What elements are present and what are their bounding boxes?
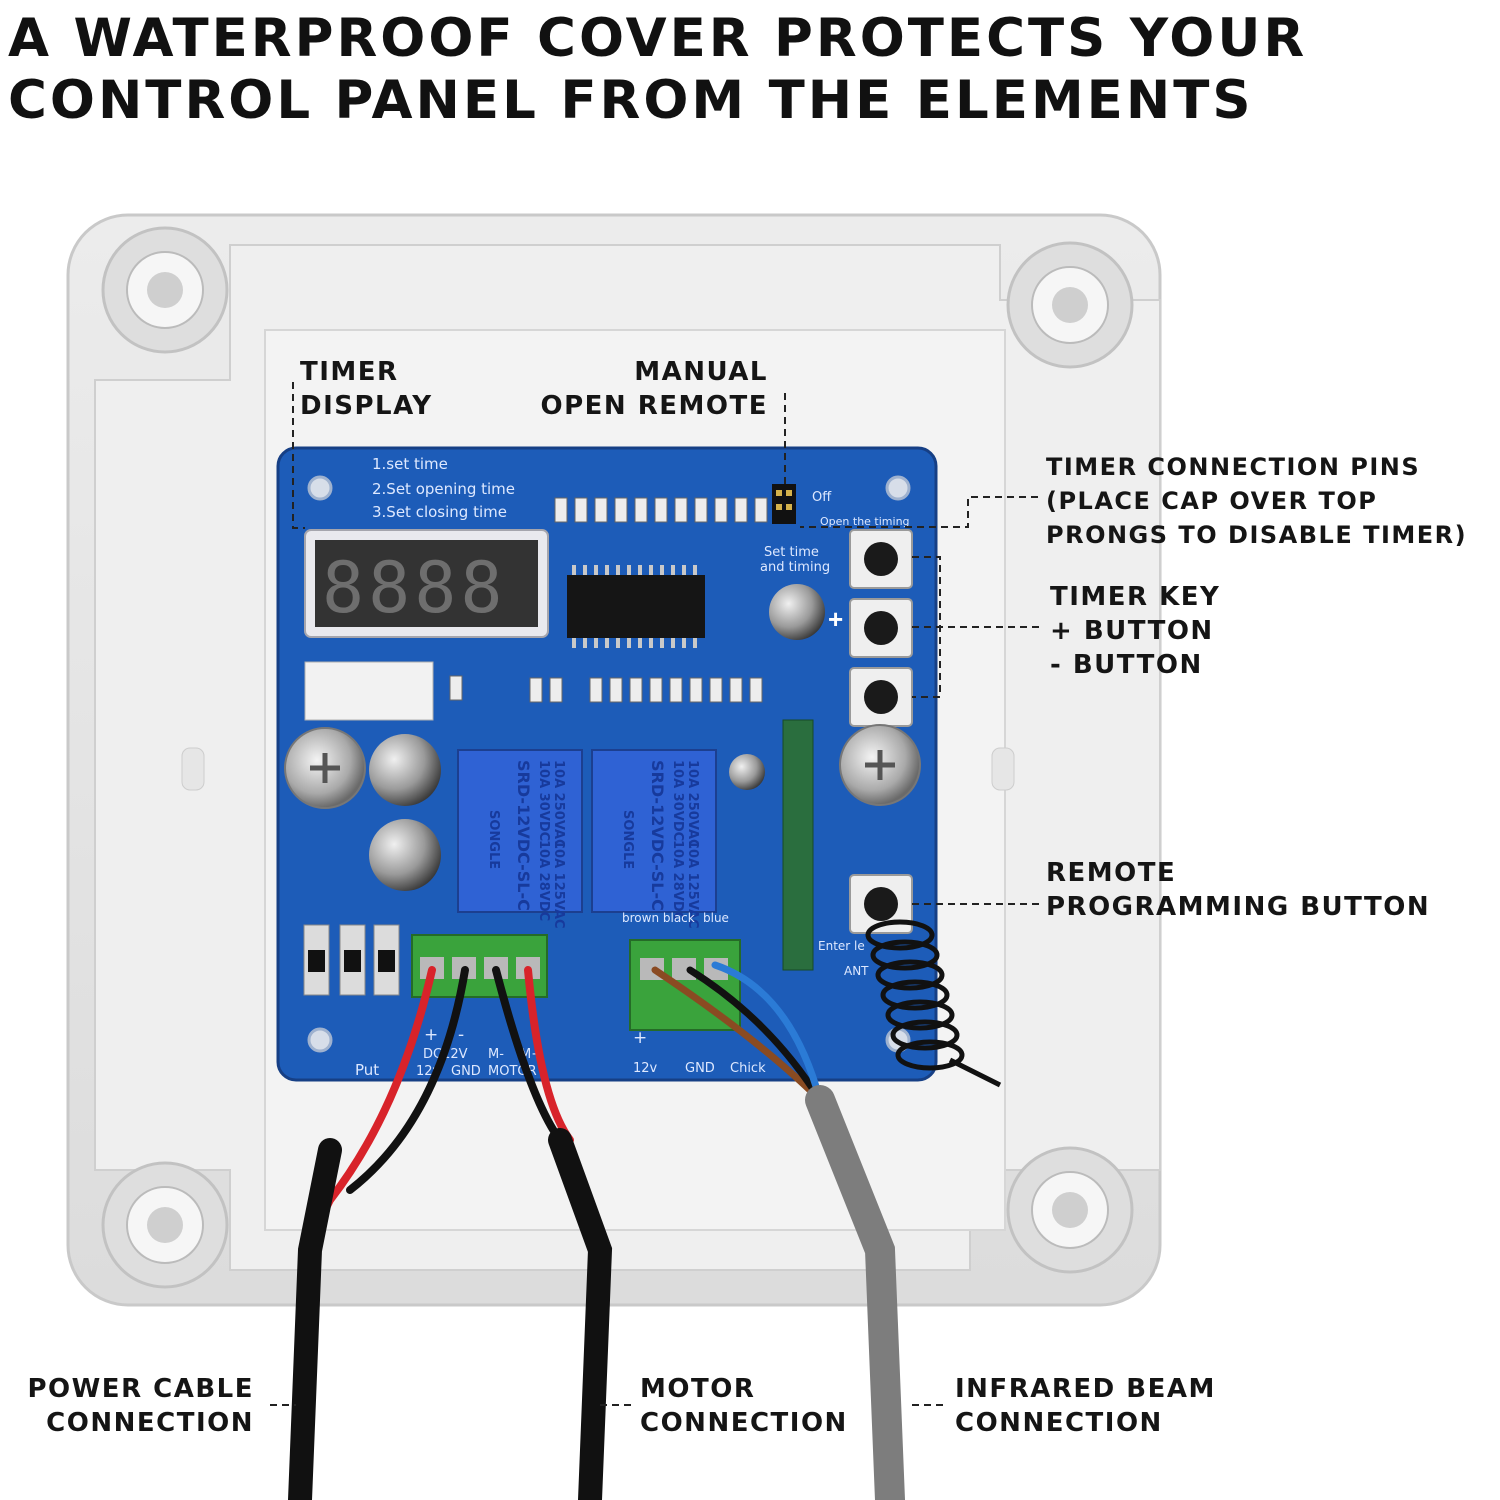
pcb-gnd-label: GND bbox=[451, 1064, 481, 1079]
callout-timer-connection-pins-line-1: TIMER CONNECTION PINS bbox=[1046, 453, 1421, 481]
pcb-sensor-chick-label: Chick bbox=[730, 1061, 766, 1076]
pcb-off-label: Off bbox=[812, 490, 832, 505]
callout-timer-key-line-3: - BUTTON bbox=[1050, 650, 1203, 680]
corner-boss-bottom-right bbox=[1006, 1146, 1134, 1274]
callout-infrared-beam-connection: INFRARED BEAM CONNECTION bbox=[955, 1372, 1216, 1440]
relay-2-rating-1: 10A 250VAC bbox=[685, 760, 700, 849]
pcb-set-time-label: Set time bbox=[764, 545, 819, 560]
callout-remote-programming-button-line-1: REMOTE bbox=[1046, 858, 1177, 888]
callout-timer-connection-pins: TIMER CONNECTION PINS (PLACE CAP OVER TO… bbox=[1046, 450, 1467, 552]
pcb-m-minus-label: M- bbox=[488, 1047, 504, 1062]
relay-2-rating-2: 10A 125VAC bbox=[685, 840, 700, 929]
terminal-block-power-motor bbox=[411, 934, 548, 998]
leader-lines bbox=[270, 382, 1040, 1406]
callout-timer-key: TIMER KEY + BUTTON - BUTTON bbox=[1050, 580, 1220, 682]
callout-infrared-beam-connection-line-2: CONNECTION bbox=[955, 1408, 1163, 1438]
pcb-instruction-1: 1.set time bbox=[372, 455, 448, 473]
pcb-plus-terminal: + bbox=[424, 1025, 438, 1045]
callout-motor-connection-line-2: CONNECTION bbox=[640, 1408, 848, 1438]
headline-line-1: A WATERPROOF COVER PROTECTS YOUR bbox=[8, 8, 1308, 69]
pcb-put-label: Put bbox=[355, 1061, 379, 1079]
callout-timer-display: TIMER DISPLAY bbox=[300, 355, 433, 423]
callout-motor-connection: MOTOR CONNECTION bbox=[640, 1372, 848, 1440]
white-component bbox=[304, 661, 434, 721]
corner-boss-bottom-left bbox=[101, 1161, 229, 1289]
callout-power-cable-connection-line-2: CONNECTION bbox=[46, 1408, 254, 1438]
relay-2-model: SRD-12VDC-SL-C bbox=[648, 760, 667, 911]
relay-2: 10A 250VAC 10A 125VAC 10A 30VDC 10A 28VD… bbox=[591, 749, 717, 929]
timer-connection-pins bbox=[772, 484, 796, 524]
pcb-plus-sign: + bbox=[828, 604, 843, 634]
callout-timer-display-line-2: DISPLAY bbox=[300, 391, 433, 421]
pcb-minus-terminal: - bbox=[458, 1025, 464, 1045]
mounting-screw-right bbox=[839, 724, 921, 806]
remote-programming-button bbox=[849, 874, 913, 934]
callout-timer-key-line-2: + BUTTON bbox=[1050, 616, 1214, 646]
pcb-ant-label: ANT bbox=[844, 964, 869, 978]
minus-button bbox=[849, 667, 913, 727]
pcb-and-timing-label: and timing bbox=[760, 560, 830, 575]
relay-1-brand: SONGLE bbox=[486, 810, 501, 869]
rf-receiver-module bbox=[782, 719, 814, 971]
headline: A WATERPROOF COVER PROTECTS YOUR CONTROL… bbox=[8, 8, 1488, 132]
callout-timer-connection-pins-line-3: PRONGS TO DISABLE TIMER) bbox=[1046, 521, 1468, 549]
timer-key-button bbox=[849, 529, 913, 589]
antenna-coil bbox=[865, 919, 1002, 1088]
pcb-enter-label: Enter le bbox=[818, 939, 865, 953]
relay-1-model: SRD-12VDC-SL-C bbox=[514, 760, 533, 911]
svg-text:8888: 8888 bbox=[322, 547, 507, 629]
headline-line-2: CONTROL PANEL FROM THE ELEMENTS bbox=[8, 70, 1254, 131]
relay-1-rating-1: 10A 250VAC bbox=[551, 760, 566, 849]
seven-segment-display: 8888 bbox=[304, 529, 549, 638]
mounting-screw-left bbox=[284, 727, 366, 809]
pcb-brown-black-label: brown black bbox=[622, 911, 695, 925]
relay-1-rating-3: 10A 30VDC bbox=[536, 760, 551, 841]
callout-timer-key-line-1: TIMER KEY bbox=[1050, 582, 1221, 612]
relay-1: 10A 250VAC 10A 125VAC 10A 30VDC 10A 28VD… bbox=[457, 749, 583, 929]
relay-2-rating-4: 10A 28VDC bbox=[670, 840, 685, 921]
relay-1-rating-4: 10A 28VDC bbox=[536, 840, 551, 921]
microcontroller-chip bbox=[567, 575, 705, 638]
circuit-board: 1.set time 2.Set opening time 3.Set clos… bbox=[276, 446, 938, 1082]
callout-manual-open-remote-line-1: MANUAL bbox=[634, 357, 768, 387]
pcb-open-timing-label: Open the timing bbox=[820, 515, 910, 528]
pcb-sensor-12v-label: 12v bbox=[633, 1061, 658, 1076]
corner-boss-top-left bbox=[101, 226, 229, 354]
callout-timer-display-line-1: TIMER bbox=[300, 357, 399, 387]
callout-remote-programming-button: REMOTE PROGRAMMING BUTTON bbox=[1046, 856, 1430, 924]
callout-infrared-beam-connection-line-1: INFRARED BEAM bbox=[955, 1374, 1216, 1404]
relay-2-brand: SONGLE bbox=[620, 810, 635, 869]
relay-1-rating-2: 10A 125VAC bbox=[551, 840, 566, 929]
pcb-sensor-gnd-label: GND bbox=[685, 1061, 715, 1076]
callout-manual-open-remote: MANUAL OPEN REMOTE bbox=[500, 355, 768, 423]
wires bbox=[288, 961, 905, 1500]
pcb-sensor-plus: + bbox=[633, 1028, 647, 1048]
callout-motor-connection-line-1: MOTOR bbox=[640, 1374, 756, 1404]
pcb-blue-label: blue bbox=[703, 911, 729, 925]
pcb-instruction-3: 3.Set closing time bbox=[372, 503, 507, 521]
corner-boss-top-right bbox=[1006, 241, 1134, 369]
pcb-instruction-2: 2.Set opening time bbox=[372, 480, 515, 498]
capacitor bbox=[369, 584, 825, 891]
plus-button bbox=[849, 598, 913, 658]
callout-remote-programming-button-line-2: PROGRAMMING BUTTON bbox=[1046, 892, 1431, 922]
callout-timer-connection-pins-line-2: (PLACE CAP OVER TOP bbox=[1046, 487, 1378, 515]
callout-power-cable-connection: POWER CABLE CONNECTION bbox=[10, 1372, 254, 1440]
callout-manual-open-remote-line-2: OPEN REMOTE bbox=[540, 391, 768, 421]
relay-2-rating-3: 10A 30VDC bbox=[670, 760, 685, 841]
callout-power-cable-connection-line-1: POWER CABLE bbox=[27, 1374, 254, 1404]
